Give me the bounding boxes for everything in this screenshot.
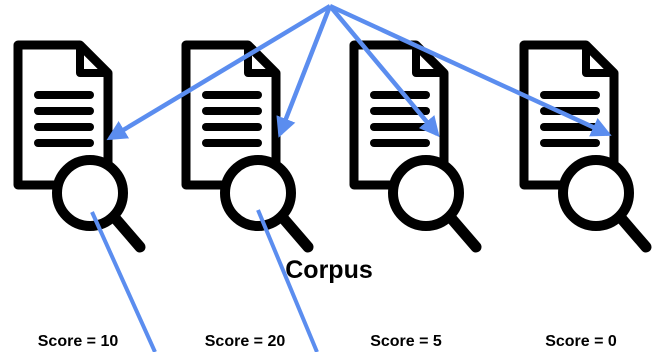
document-2 (186, 45, 308, 247)
document-1 (18, 45, 140, 247)
result-line-1 (90, 211, 157, 352)
document-icon (18, 45, 140, 247)
score-label-3: Score = 5 (370, 333, 442, 350)
query-arrow-3 (328, 4, 440, 138)
query-arrow-4 (329, 3, 612, 137)
corpus-label: Corpus (285, 256, 373, 284)
document-icon (524, 45, 646, 247)
query-arrow-2 (276, 5, 333, 138)
document-3 (354, 45, 476, 247)
query-arrow-1 (106, 4, 332, 141)
document-icon (186, 45, 308, 247)
document-icon (354, 45, 476, 247)
score-label-1: Score = 10 (38, 333, 119, 350)
result-line-2 (256, 209, 319, 352)
score-label-2: Score = 20 (205, 333, 286, 350)
document-4 (524, 45, 646, 247)
score-label-4: Score = 0 (545, 333, 617, 350)
